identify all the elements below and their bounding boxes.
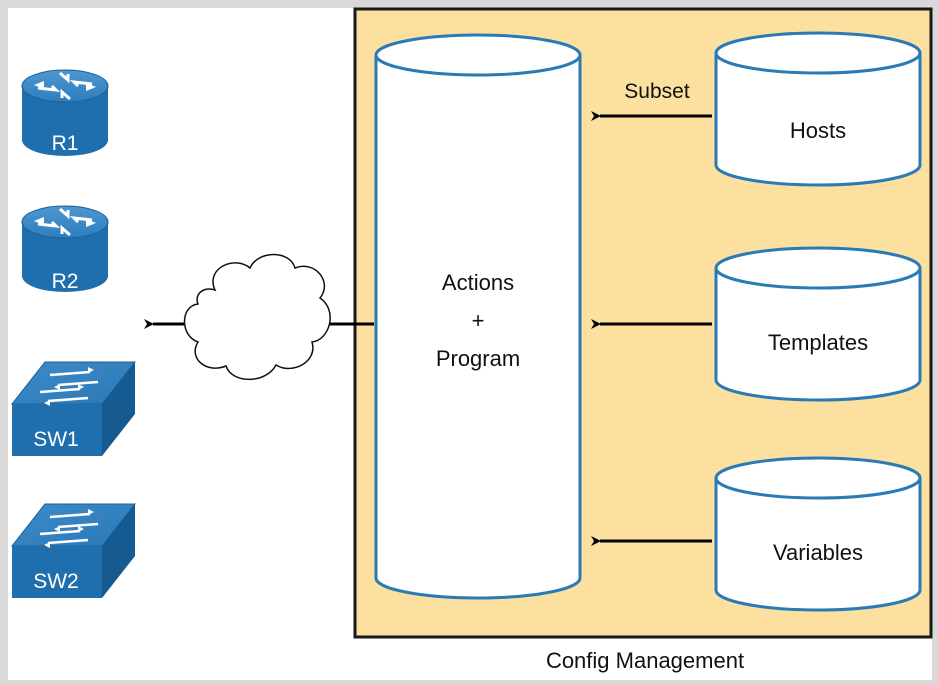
frame-border-right xyxy=(932,0,938,684)
switch-sw2-label: SW2 xyxy=(33,570,79,593)
frame-border-bottom xyxy=(0,680,938,684)
frame-border-left xyxy=(0,0,8,684)
hosts-label: Hosts xyxy=(790,118,846,143)
router-r2-icon xyxy=(21,205,109,292)
program-cylinder xyxy=(374,33,582,600)
network-cloud-icon xyxy=(183,253,331,380)
router-r1-label: R1 xyxy=(52,132,79,155)
variables-label: Variables xyxy=(773,540,863,565)
config-management-label: Config Management xyxy=(546,648,744,673)
router-r2-label: R2 xyxy=(52,270,79,293)
program-label-line2: + xyxy=(472,308,485,333)
variables-cylinder xyxy=(714,456,922,612)
templates-label: Templates xyxy=(768,330,868,355)
switch-sw2-icon xyxy=(10,503,137,598)
router-r1-icon xyxy=(21,69,109,156)
hosts-cylinder xyxy=(714,31,922,187)
switch-sw1-icon xyxy=(10,361,137,456)
program-label-line1: Actions xyxy=(442,270,514,295)
subset-label: Subset xyxy=(624,80,690,103)
switch-sw1-label: SW1 xyxy=(33,428,79,451)
templates-cylinder xyxy=(714,246,922,402)
frame-border-top xyxy=(0,0,938,8)
program-label-line3: Program xyxy=(436,346,520,371)
